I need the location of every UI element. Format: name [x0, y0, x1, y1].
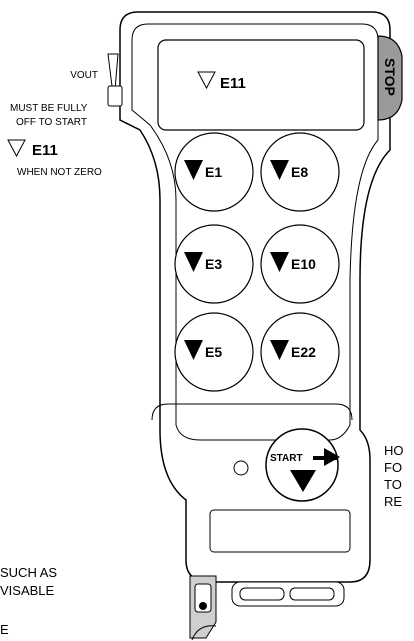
- button-e3[interactable]: E3: [175, 225, 253, 303]
- button-e8[interactable]: E8: [261, 133, 339, 211]
- button-label: E1: [205, 164, 222, 180]
- right-note-3: TO: [384, 477, 402, 492]
- button-label: E8: [291, 164, 308, 180]
- side-grip: [108, 86, 122, 106]
- lower-window: [210, 510, 350, 552]
- bottom-port: [232, 582, 344, 606]
- bottom-note-1: SUCH AS: [0, 565, 57, 580]
- left-triangle-icon: [8, 140, 25, 156]
- left-code: E11: [32, 142, 58, 159]
- bottom-note-3: E: [0, 622, 9, 637]
- button-e22[interactable]: E22: [261, 313, 339, 391]
- display-window: [158, 40, 364, 130]
- right-note-4: RE: [384, 494, 402, 509]
- stop-label: STOP: [382, 58, 398, 96]
- bottom-note-2: VISABLE: [0, 583, 55, 598]
- start-label: START: [270, 453, 303, 464]
- button-e5[interactable]: E5: [175, 313, 253, 391]
- button-e10[interactable]: E10: [261, 225, 339, 303]
- button-label: E22: [291, 344, 316, 360]
- vout-label: VOUT: [70, 70, 98, 81]
- button-label: E5: [205, 344, 222, 360]
- right-note-2: FO: [384, 460, 402, 475]
- display-code: E11: [220, 75, 246, 92]
- button-e1[interactable]: E1: [175, 133, 253, 211]
- must-off-line-1: MUST BE FULLY: [10, 103, 88, 114]
- indicator-led: [234, 461, 248, 475]
- button-label: E10: [291, 256, 316, 272]
- left-note: WHEN NOT ZERO: [17, 167, 102, 178]
- must-off-line-2: OFF TO START: [16, 117, 87, 128]
- stop-button[interactable]: STOP: [378, 36, 402, 120]
- right-note-1: HO: [384, 443, 404, 458]
- bottom-connector: [190, 576, 216, 640]
- button-label: E3: [205, 256, 222, 272]
